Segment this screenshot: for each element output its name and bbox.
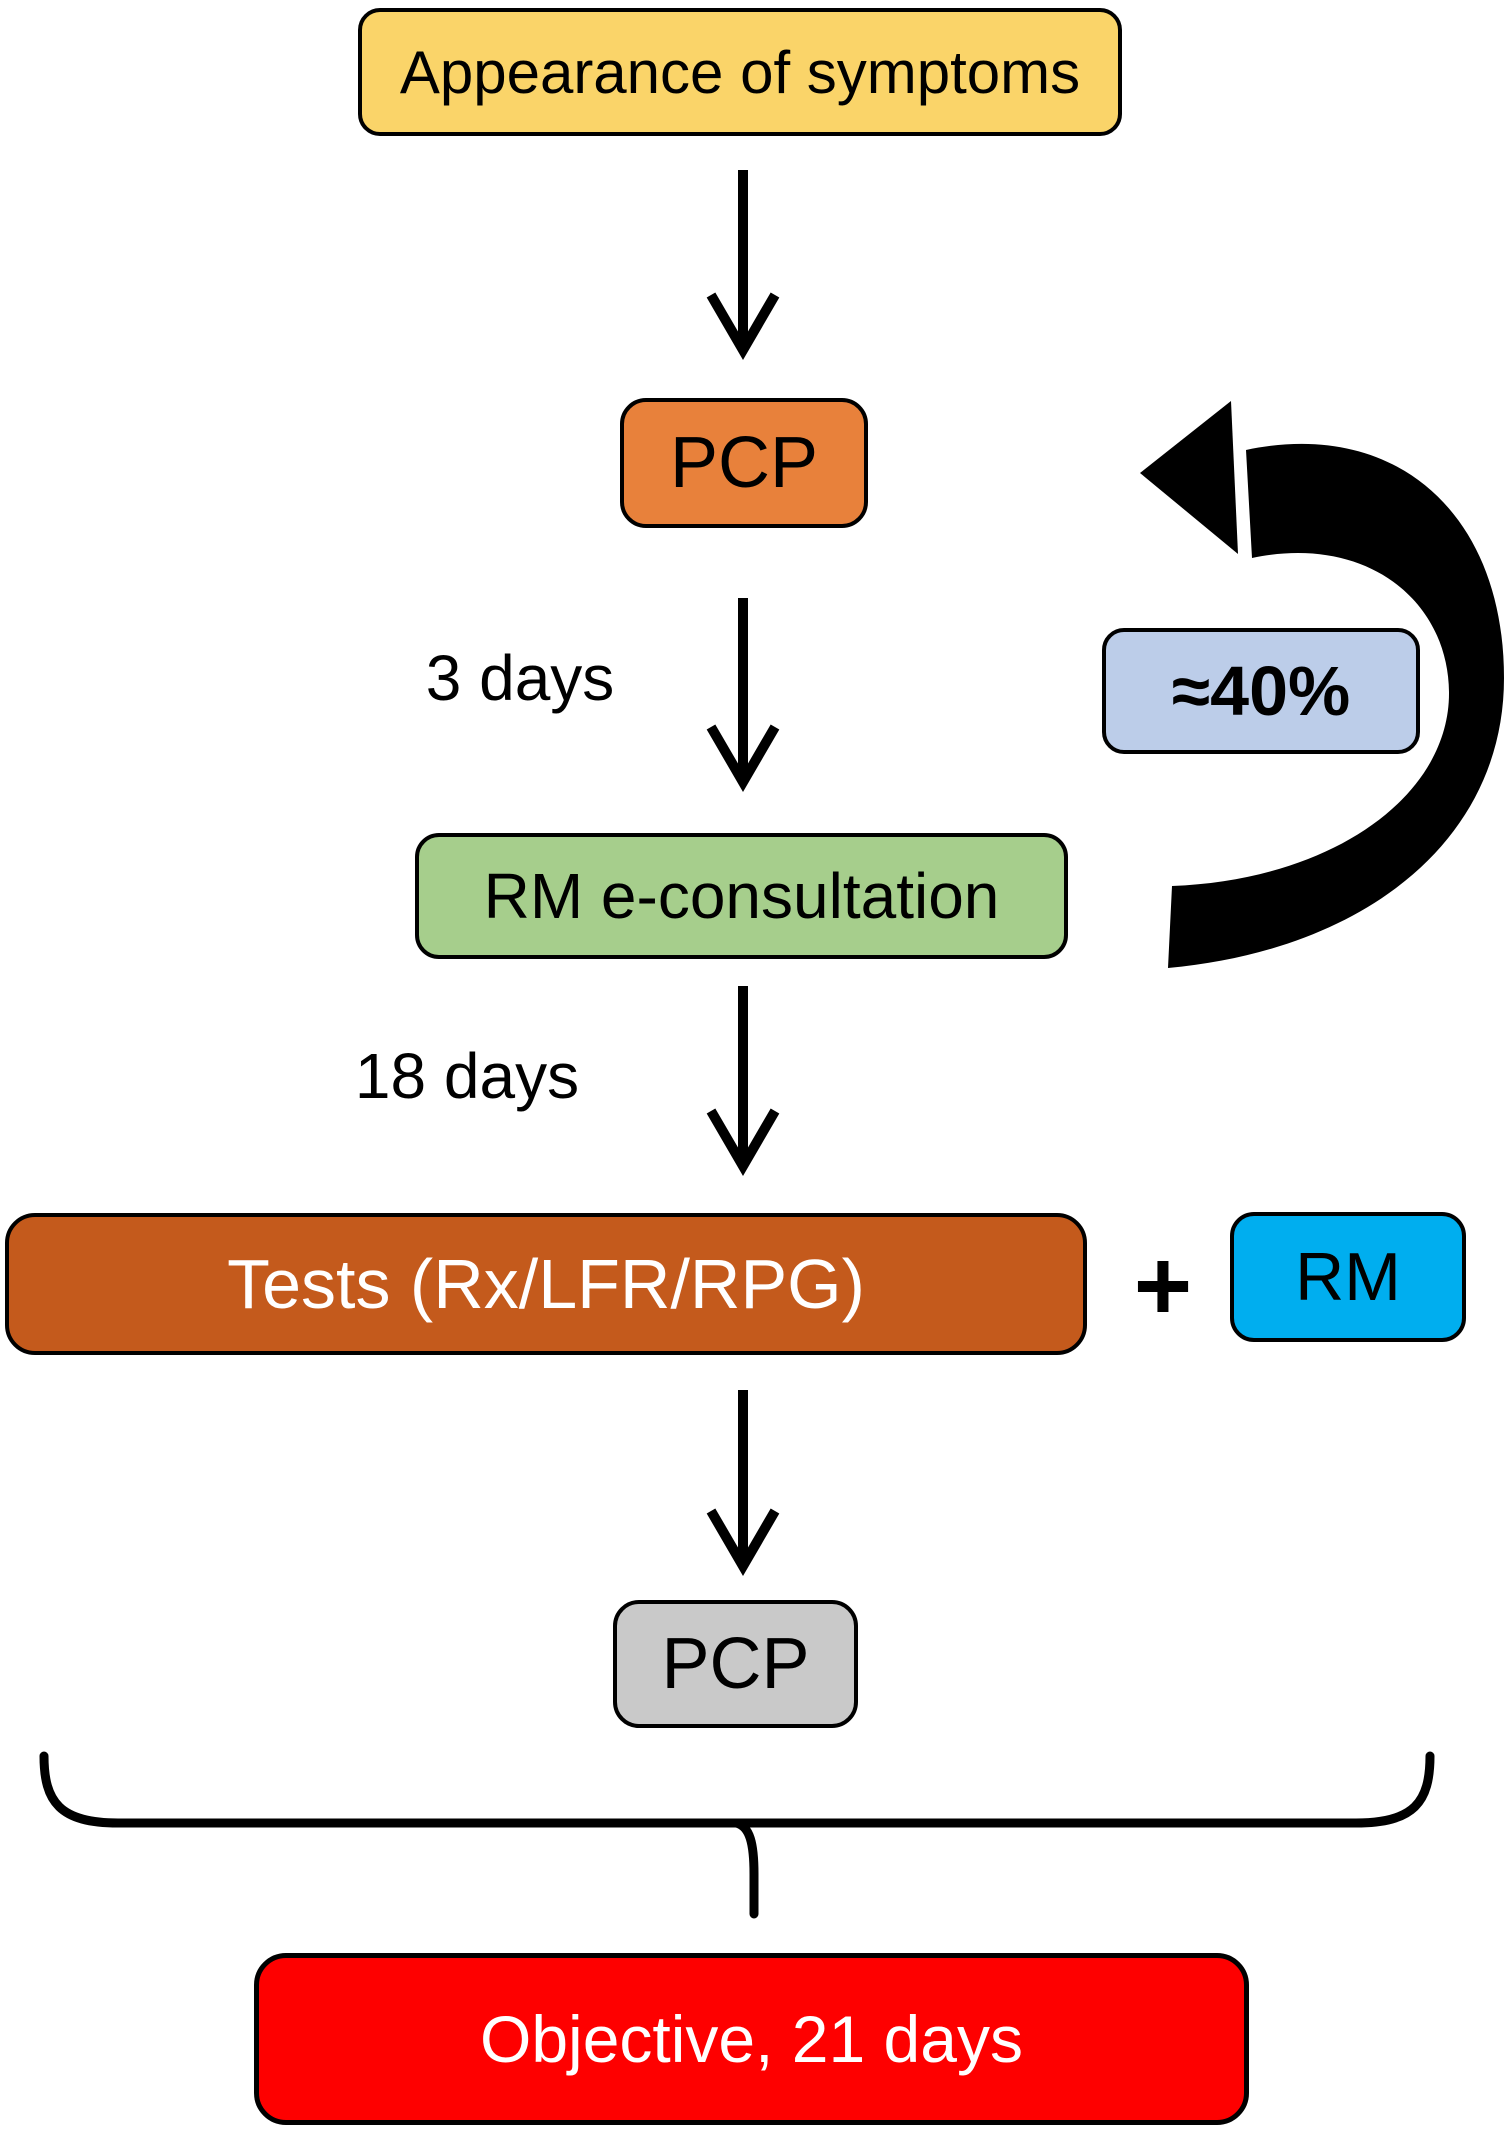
plus-operator-text: + <box>1133 1229 1193 1342</box>
pcp-second-box: PCP <box>613 1600 858 1728</box>
econsult-label: RM e-consultation <box>483 860 1000 932</box>
tests-box: Tests (Rx/LFR/RPG) <box>5 1213 1087 1355</box>
edge-label-3days-text: 3 days <box>425 642 615 714</box>
pcp-second-label: PCP <box>661 1624 810 1704</box>
plus-operator: + <box>1098 1226 1228 1346</box>
symptoms-box: Appearance of symptoms <box>358 8 1122 136</box>
flow-arrow-down-3 <box>706 986 780 1176</box>
loop-back-arrow <box>1140 401 1504 968</box>
rm-box: RM <box>1230 1212 1466 1342</box>
edge-label-18days-text: 18 days <box>354 1040 580 1112</box>
edge-label-3days: 3 days <box>360 642 680 714</box>
flow-arrow-down-2 <box>706 598 780 792</box>
edge-label-18days: 18 days <box>307 1040 627 1112</box>
pcp-first-label: PCP <box>669 423 819 503</box>
flow-arrow-down-4 <box>706 1390 780 1576</box>
gather-brace <box>39 1751 1435 1919</box>
objective-label: Objective, 21 days <box>480 2002 1023 2076</box>
rm-label: RM <box>1295 1239 1401 1315</box>
econsult-box: RM e-consultation <box>415 833 1068 959</box>
tests-label: Tests (Rx/LFR/RPG) <box>227 1245 865 1323</box>
flow-arrow-down-1 <box>706 170 780 360</box>
objective-box: Objective, 21 days <box>254 1953 1249 2125</box>
loop-percent-label: ≈40% <box>1171 652 1351 730</box>
loop-percent-box: ≈40% <box>1102 628 1420 754</box>
loop-arrowhead-icon <box>1140 401 1238 554</box>
pcp-first-box: PCP <box>620 398 868 528</box>
symptoms-label: Appearance of symptoms <box>399 38 1081 106</box>
